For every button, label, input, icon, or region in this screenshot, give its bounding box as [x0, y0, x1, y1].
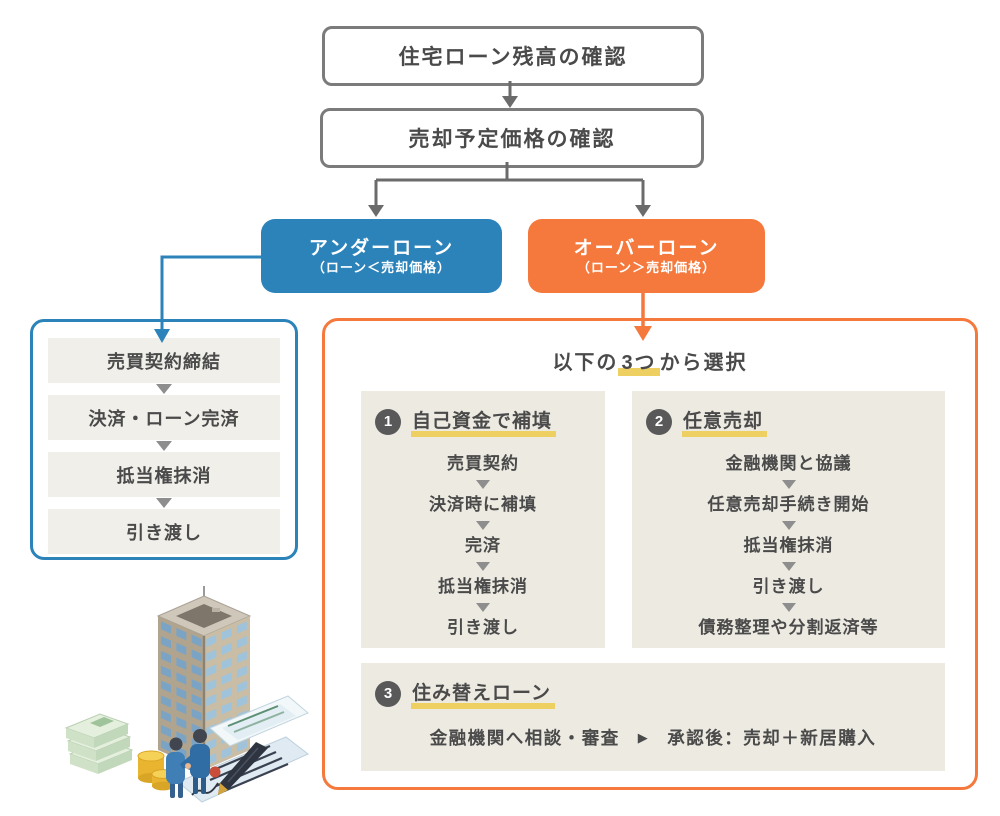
option-step: 任意売却手続き開始 [707, 495, 870, 515]
option-step: 金融機関と協議 [725, 454, 852, 473]
split-connector [368, 162, 651, 217]
option-step: 引き渡し [447, 618, 519, 638]
option-step: 売買契約 [447, 454, 519, 473]
down-triangle-icon [781, 521, 796, 531]
option-2-number-badge: 2 [646, 408, 672, 435]
check-loan-balance-label: 住宅ローン残高の確認 [398, 46, 628, 69]
under-step: 引き渡し [48, 509, 280, 554]
pen-icon [218, 742, 268, 795]
option-1-number-badge: 1 [375, 408, 401, 435]
property-sale-illustration [64, 586, 309, 803]
down-triangle-icon [781, 562, 796, 572]
over-loan-title: オーバーローン [573, 237, 720, 259]
under-loan-condition: （ローン＜売却価格） [311, 259, 452, 275]
option-step: 抵当権抹消 [743, 536, 834, 556]
check-sale-price-label: 売却予定価格の確認 [408, 128, 616, 151]
option-step: 決済時に補填 [429, 495, 537, 515]
right-triangle-icon: ▶ [637, 729, 650, 745]
down-triangle-icon [156, 441, 172, 451]
down-triangle-icon [156, 498, 172, 508]
title-post: から選択 [659, 352, 748, 374]
down-triangle-icon [476, 521, 490, 531]
option-2-label: 任意売却 [682, 406, 768, 437]
under-step: 決済・ローン完済 [48, 395, 280, 440]
title-highlight: 3つ [618, 352, 660, 376]
under-loan-title: アンダーローン [308, 237, 455, 259]
money-stack-icon [64, 713, 134, 774]
down-triangle-icon [476, 562, 490, 572]
under-step: 売買契約締結 [48, 338, 280, 383]
under-step: 抵当権抹消 [48, 452, 280, 497]
option-step: 抵当権抹消 [438, 577, 528, 597]
clipboard-icon [209, 695, 309, 747]
title-pre: 以下の [552, 352, 619, 374]
down-triangle-icon [476, 603, 490, 613]
under-loan-panel: 売買契約締結 決済・ローン完済 抵当権抹消 引き渡し [30, 319, 298, 560]
option-2-header: 2 任意売却 [632, 391, 945, 437]
option-self-funding: 1 自己資金で補填 売買契約 決済時に補填 完済 抵当権抹消 引き渡し [361, 391, 605, 648]
over-loan-condition: （ローン＞売却価格） [576, 259, 717, 275]
option-1-steps: 売買契約 決済時に補填 完済 抵当権抹消 引き渡し [361, 449, 605, 643]
option-2-steps: 金融機関と協議 任意売却手続き開始 抵当権抹消 引き渡し 債務整理や分割返済等 [632, 449, 945, 643]
option-step: 債務整理や分割返済等 [698, 618, 879, 638]
check-loan-balance-box: 住宅ローン残高の確認 [322, 26, 704, 86]
option-step: 引き渡し [752, 577, 825, 597]
option-1-header: 1 自己資金で補填 [361, 391, 605, 437]
option-3-label: 住み替えローン [411, 678, 556, 709]
option-3-flow-right: 承認後：売却＋新居購入 [667, 728, 877, 748]
option-1-label: 自己資金で補填 [411, 406, 557, 437]
check-sale-price-box: 売却予定価格の確認 [320, 108, 704, 168]
option-3-flow-left: 金融機関へ相談・審査 [429, 728, 620, 748]
under-loan-branch: アンダーローン （ローン＜売却価格） [261, 219, 502, 293]
down-triangle-icon [781, 480, 796, 490]
option-voluntary-sale: 2 任意売却 金融機関と協議 任意売却手続き開始 抵当権抹消 引き渡し 債務整理… [632, 391, 945, 648]
option-relocation-loan: 3 住み替えローン 金融機関へ相談・審査 ▶ 承認後：売却＋新居購入 [361, 663, 945, 771]
people-handshake-icon [166, 729, 210, 798]
down-triangle-icon [781, 603, 796, 613]
over-loan-branch: オーバーローン （ローン＞売却価格） [528, 219, 765, 293]
option-3-header: 3 住み替えローン [361, 663, 945, 709]
down-triangle-icon [156, 384, 172, 394]
option-step: 完済 [465, 536, 501, 556]
down-triangle-icon [476, 480, 490, 490]
option-3-number-badge: 3 [375, 680, 401, 707]
option-3-flow: 金融機関へ相談・審査 ▶ 承認後：売却＋新居購入 [361, 725, 945, 750]
